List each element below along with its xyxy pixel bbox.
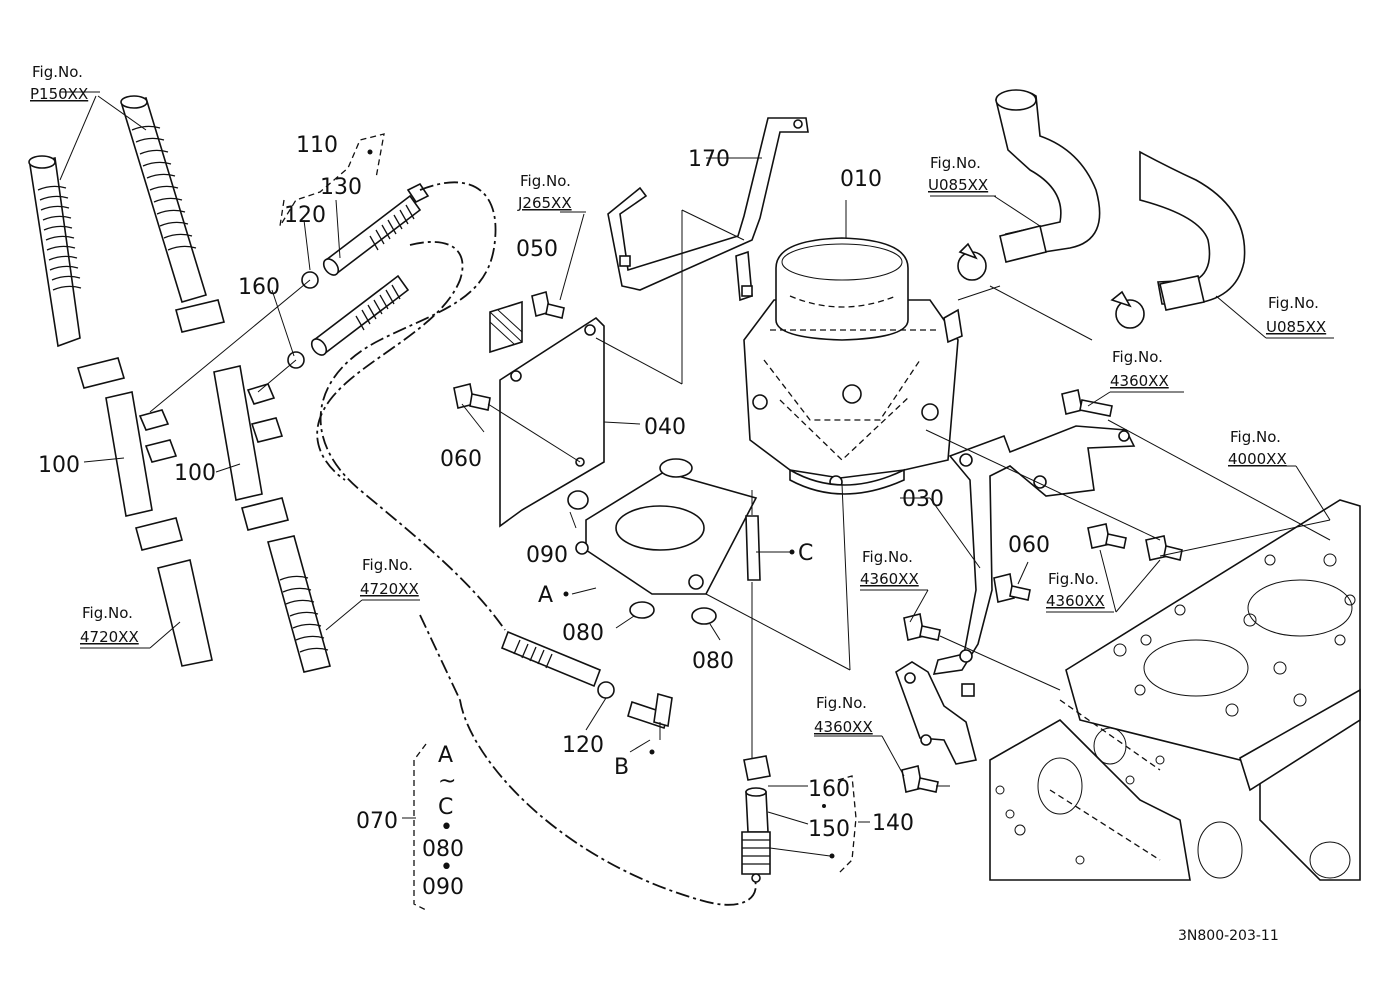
fig-ref-u085a-prefix: Fig.No. [930, 154, 981, 172]
part-030[interactable]: 030 [902, 487, 944, 512]
right-hose-u085 [1110, 150, 1246, 329]
fig-ref-4720a-prefix: Fig.No. [362, 556, 413, 574]
part-140[interactable]: 140 [872, 811, 914, 836]
leader-lines [59, 91, 1334, 911]
fig-ref-4360a-prefix: Fig.No. [1112, 348, 1163, 366]
fig-ref-4000-prefix: Fig.No. [1230, 428, 1281, 446]
fuel-line-path [319, 181, 506, 631]
fig-ref-4360a-code: 4360XX [1110, 372, 1169, 390]
bolt-060-left [453, 383, 491, 411]
spring-hose-lower [310, 274, 410, 356]
fig-ref-4360b-code: 4360XX [860, 570, 919, 588]
fig-ref-4720a-code: 4720XX [360, 580, 419, 598]
bolts-4360 [901, 389, 1183, 793]
part-090[interactable]: 090 [526, 543, 568, 568]
fuel-filter-010 [743, 237, 963, 495]
part-130[interactable]: 130 [320, 175, 362, 200]
part-100-left[interactable]: 100 [38, 453, 80, 478]
kit-070-item-090: 090 [422, 875, 464, 900]
fig-ref-4720b-prefix: Fig.No. [82, 604, 133, 622]
kit-070-dot-2: • [440, 855, 453, 880]
pin-c [745, 490, 761, 760]
part-060-right[interactable]: 060 [1008, 533, 1050, 558]
fig-ref-u085b-prefix: Fig.No. [1268, 294, 1319, 312]
part-160-left[interactable]: 160 [238, 275, 280, 300]
part-170[interactable]: 170 [688, 147, 730, 172]
kit-070-tilde: ~ [438, 769, 456, 794]
part-120-top[interactable]: 120 [284, 203, 326, 228]
left-hose-assembly [28, 95, 331, 673]
part-060-left[interactable]: 060 [440, 447, 482, 472]
point-b-label: B [614, 755, 629, 780]
hose-140 [741, 755, 771, 883]
part-080-left[interactable]: 080 [562, 621, 604, 646]
bracket-170 [595, 117, 809, 385]
point-c-label: C [798, 541, 813, 566]
plate-050 [489, 300, 523, 354]
bracket-lower [895, 661, 977, 765]
part-110[interactable]: 110 [296, 133, 338, 158]
fig-ref-p150-prefix: Fig.No. [32, 63, 83, 81]
kit-070-from: A [438, 743, 453, 768]
return-hose-b [500, 630, 673, 730]
fig-ref-u085a-code: U085XX [928, 176, 988, 194]
part-040[interactable]: 040 [644, 415, 686, 440]
fig-ref-p150-code: P150XX [30, 85, 88, 103]
spring-hose-130 [322, 182, 430, 276]
fig-ref-j265-prefix: Fig.No. [520, 172, 571, 190]
kit-070-item-080: 080 [422, 837, 464, 862]
part-050[interactable]: 050 [516, 237, 558, 262]
part-070[interactable]: 070 [356, 809, 398, 834]
kit-070-to: C [438, 795, 453, 820]
fig-ref-4360b-prefix: Fig.No. [862, 548, 913, 566]
part-100-right[interactable]: 100 [174, 461, 216, 486]
kit-070-dot-1: • [440, 815, 453, 840]
part-010[interactable]: 010 [840, 167, 882, 192]
part-120-bottom[interactable]: 120 [562, 733, 604, 758]
fig-ref-4000-code: 4000XX [1228, 450, 1287, 468]
fig-ref-4360c-code: 4360XX [1046, 592, 1105, 610]
bracket-030 [932, 425, 1136, 675]
bolt-060-top [531, 290, 565, 319]
fig-ref-4360c-prefix: Fig.No. [1048, 570, 1099, 588]
fig-ref-j265-code: J265XX [517, 194, 572, 212]
fig-ref-4720b-code: 4720XX [80, 628, 139, 646]
fig-ref-4360d-code: 4360XX [814, 718, 873, 736]
filter-head [567, 458, 758, 625]
bracket-040 [499, 316, 605, 528]
engine-block-4000 [989, 499, 1361, 881]
fig-ref-4360d-prefix: Fig.No. [816, 694, 867, 712]
part-150[interactable]: 150 [808, 817, 850, 842]
drawing-code: 3N800-203-11 [1178, 928, 1279, 944]
part-160-bottom[interactable]: 160 [808, 777, 850, 802]
part-080-right[interactable]: 080 [692, 649, 734, 674]
point-a-label: A [538, 583, 553, 608]
fig-ref-u085b-code: U085XX [1266, 318, 1326, 336]
upper-hose-u085 [957, 89, 1101, 281]
